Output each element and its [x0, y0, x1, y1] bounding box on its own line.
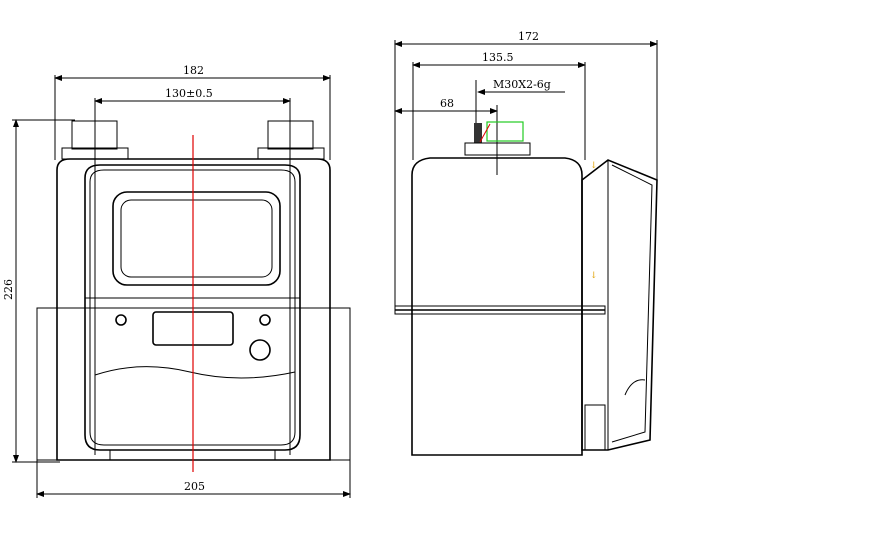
dimension-130: 130±0.5 — [94, 87, 291, 455]
screw-icon — [115, 314, 127, 326]
front-view: 182 130±0.5 226 205 — [2, 64, 351, 498]
side-body — [411, 157, 583, 456]
display-window — [112, 191, 281, 286]
dimension-label: 135.5 — [482, 51, 514, 64]
front-panel — [84, 164, 301, 451]
button — [249, 339, 271, 361]
dimension-label: 205 — [184, 480, 205, 493]
dimension-205: 205 — [36, 460, 351, 498]
marker-icon: ↓ — [590, 271, 598, 281]
screw-icon — [259, 314, 271, 326]
dimension-226: 226 — [2, 119, 75, 463]
meter-body — [56, 158, 331, 461]
dimension-label: 226 — [2, 279, 15, 300]
dimension-label: M30X2-6g — [493, 78, 551, 91]
side-view: 172 135.5 M30X2-6g 68 ↓ — [394, 30, 658, 456]
dimension-thread: M30X2-6g — [475, 78, 565, 130]
dimension-label: 130±0.5 — [165, 87, 213, 100]
dimension-172: 172 — [394, 30, 658, 310]
dimension-label: 172 — [518, 30, 539, 43]
dimension-135-5: 135.5 — [412, 51, 586, 160]
dimension-label: 68 — [440, 97, 454, 110]
inlet-right — [257, 120, 325, 160]
dimension-182: 182 — [54, 64, 331, 160]
thread-connector — [464, 121, 531, 156]
dimension-68: 68 — [394, 97, 498, 175]
marker-icon: ↓ — [590, 161, 598, 171]
dimension-label: 182 — [183, 64, 204, 77]
